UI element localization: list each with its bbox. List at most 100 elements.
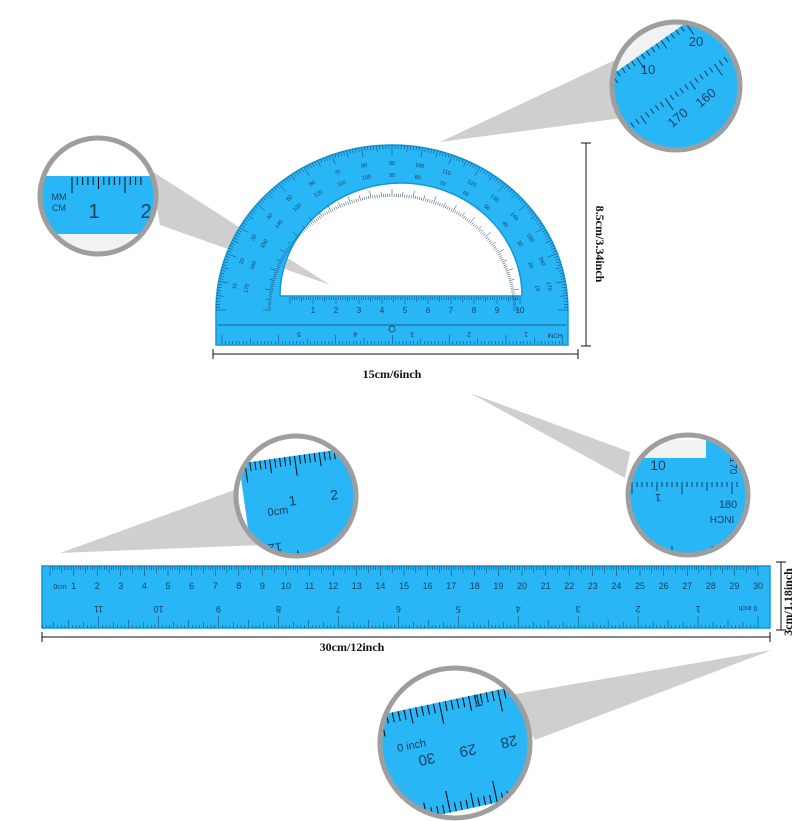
- magnifier-number-2: 2: [329, 486, 339, 503]
- ruler-cm-label: 14: [375, 581, 385, 591]
- protractor-inner-label: 100: [361, 174, 371, 182]
- beam-ruler-left: [60, 488, 262, 553]
- ruler-cm-label: 4: [142, 581, 147, 591]
- ruler-cm-label: 26: [659, 581, 669, 591]
- magnifier-number-30: 30: [417, 749, 437, 769]
- protractor-inner-label: 30: [515, 240, 523, 248]
- ruler-cm-label: 16: [423, 581, 433, 591]
- beam-protractor-right: [470, 393, 630, 478]
- protractor-inner-label: 110: [337, 180, 347, 189]
- ruler-inch-label: 9: [216, 604, 221, 614]
- protractor-cm-label: 8: [472, 306, 477, 315]
- protractor-inner-label: 130: [292, 203, 303, 214]
- magnifier-protractor-right: 10 170 180 1 INCH: [625, 432, 751, 558]
- magnifier-number-180: 180: [719, 499, 737, 511]
- ruler-cm-label: 8: [236, 581, 241, 591]
- ruler-inch-label: 0 inch: [739, 604, 758, 611]
- magnifier-ring: [609, 19, 743, 153]
- ruler-inch-label: 6: [396, 604, 401, 614]
- protractor-cm-label: 4: [380, 306, 385, 315]
- protractor-cm-label: 3: [357, 306, 362, 315]
- ruler-inch-ticks: [42, 616, 759, 628]
- magnifier-number-29: 29: [458, 740, 478, 760]
- ruler-cm-label: 0cm: [53, 584, 66, 591]
- ruler-cm-label: 28: [706, 581, 716, 591]
- protractor-outer-label: 110: [441, 169, 451, 178]
- ruler-cm-label: 11: [305, 581, 314, 591]
- protractor-inner-label: 40: [500, 220, 509, 229]
- ruler-inch-label: 1: [696, 604, 701, 614]
- magnifier-ring: [37, 135, 159, 257]
- protractor-cm-label: 2: [334, 306, 339, 315]
- magnifier-number-2: 2: [140, 201, 151, 223]
- protractor-height-label: 8.5cm/3.34inch: [593, 206, 607, 283]
- ruler-inch-label: 2: [636, 604, 641, 614]
- ruler-cm-label: 13: [352, 581, 362, 591]
- protractor-inch-number: 1: [524, 330, 528, 337]
- ruler-inch-label: 3: [576, 604, 581, 614]
- protractor-cm-label: 5: [403, 306, 408, 315]
- magnifier-number-1: 1: [88, 201, 99, 223]
- protractor-outer-label: 20: [239, 257, 247, 265]
- protractor-ticks: [216, 145, 568, 311]
- protractor-cm-label: 7: [449, 306, 454, 315]
- magnifier-number-inch-1: 1: [655, 491, 661, 503]
- ruler-cm-label: 17: [446, 581, 456, 591]
- magnifier-ring: [625, 432, 751, 558]
- magnifier-mm-cm: MM CM 1 2: [37, 135, 159, 257]
- ruler-cm-label: 2: [95, 581, 100, 591]
- magnifier-cm-label: CM: [52, 203, 66, 213]
- protractor-cm-label: 1: [311, 306, 316, 315]
- magnifier-number-28: 28: [499, 731, 519, 751]
- ruler-inch-label: 5: [456, 604, 461, 614]
- ruler-body: [41, 565, 771, 629]
- ruler-cm-label: 5: [165, 581, 170, 591]
- magnifier-ring: [233, 433, 359, 559]
- ruler-cm-label: 18: [470, 581, 480, 591]
- ruler-cm-label: 22: [564, 581, 574, 591]
- protractor-inner-label: 170: [243, 283, 251, 293]
- magnifier-number-10: 10: [650, 457, 666, 473]
- ruler-inch-label: 8: [276, 604, 281, 614]
- ruler-cm-label: 15: [399, 581, 409, 591]
- protractor-outer-label: 50: [286, 194, 295, 203]
- magnifier-protractor-top: 20 10 160 170: [609, 19, 743, 153]
- protractor-inner-label: 70: [438, 180, 446, 188]
- ruler-cm-label: 12: [328, 581, 338, 591]
- protractor-inner-label: 90: [389, 173, 395, 179]
- protractor-inner-label: 140: [274, 219, 285, 230]
- protractor-center-mark: [388, 325, 396, 333]
- magnifier-inch-label: INCH: [710, 513, 734, 524]
- ruler-cm-label: 29: [729, 581, 739, 591]
- protractor-outer-label: 130: [489, 193, 500, 204]
- protractor-inch-number: 4: [354, 330, 358, 337]
- ruler-length-label: 30cm/12inch: [320, 640, 385, 654]
- protractor-outer-label: 90: [389, 161, 395, 167]
- protractor-inner-label: 10: [533, 285, 540, 292]
- protractor-inner-label: 60: [461, 190, 469, 198]
- ruler-height-label: 3cm/1.18inch: [781, 568, 795, 636]
- protractor-inner-label: 50: [482, 204, 491, 213]
- protractor-outer-label: 120: [466, 179, 477, 189]
- magnifier-ring: [377, 665, 533, 821]
- protractor-inner-label: 20: [526, 262, 534, 270]
- protractor-body: [215, 144, 569, 346]
- protractor-outer-label: 70: [334, 169, 342, 177]
- ruler-cm-label: 7: [213, 581, 218, 591]
- ruler-dimensions: 30cm/12inch 3cm/1.18inch: [41, 561, 795, 654]
- protractor-inner-label: 120: [313, 189, 324, 199]
- ruler-inch-label: 4: [516, 604, 521, 614]
- protractor-outer-label: 10: [232, 283, 239, 290]
- protractor-cm-label: 9: [495, 306, 500, 315]
- protractor-inner-label: 160: [249, 260, 258, 271]
- ruler-cm-label: 24: [611, 581, 621, 591]
- ruler-inch-label: 11: [94, 604, 103, 614]
- ruler-cm-label: 1: [71, 581, 76, 591]
- magnifier-0inch-label: 0 inch: [396, 737, 427, 755]
